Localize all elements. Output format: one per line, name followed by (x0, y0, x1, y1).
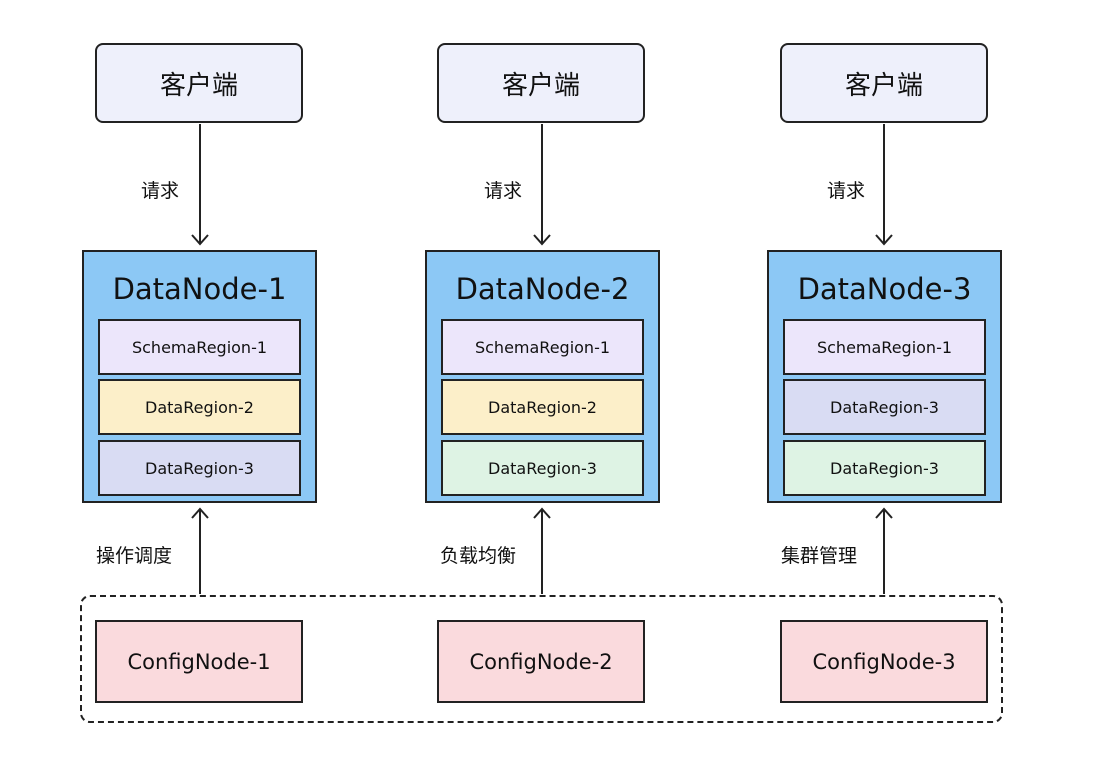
region-box: DataRegion-3 (98, 440, 301, 496)
confignode-label: ConfigNode-3 (812, 649, 956, 674)
datanode-title: DataNode-2 (455, 272, 630, 306)
region-label: SchemaRegion-1 (131, 337, 268, 357)
confignode-2: ConfigNode-2 (437, 620, 645, 703)
request-arrow-2 (533, 124, 551, 246)
region-box: SchemaRegion-1 (783, 319, 986, 375)
request-label-1: 请求 (141, 180, 180, 202)
operation-label-2: 负载均衡 (440, 545, 517, 567)
client-box-2: 客户端 (437, 43, 645, 123)
datanode-3: DataNode-3 SchemaRegion-1 DataRegion-3 D… (767, 250, 1002, 503)
confignode-label: ConfigNode-2 (469, 649, 613, 674)
region-box: DataRegion-2 (98, 379, 301, 435)
confignode-1: ConfigNode-1 (95, 620, 303, 703)
region-label: DataRegion-2 (145, 397, 254, 417)
region-label: SchemaRegion-1 (816, 337, 953, 357)
request-label-2: 请求 (484, 180, 523, 202)
management-arrow-3 (875, 507, 893, 594)
datanode-title: DataNode-3 (797, 272, 972, 306)
region-label: DataRegion-3 (830, 397, 939, 417)
management-arrow-1 (191, 507, 209, 594)
client-box-3: 客户端 (780, 43, 988, 123)
request-label-3: 请求 (827, 180, 866, 202)
region-box: DataRegion-3 (783, 379, 986, 435)
client-label: 客户端 (159, 70, 238, 101)
datanode-title: DataNode-1 (112, 272, 287, 306)
region-label: DataRegion-3 (145, 458, 254, 478)
datanode-1: DataNode-1 SchemaRegion-1 DataRegion-2 D… (82, 250, 317, 503)
datanode-2: DataNode-2 SchemaRegion-1 DataRegion-2 D… (425, 250, 660, 503)
region-label: DataRegion-2 (488, 397, 597, 417)
region-box: DataRegion-2 (441, 379, 644, 435)
client-label: 客户端 (844, 70, 923, 101)
region-box: SchemaRegion-1 (441, 319, 644, 375)
confignode-cluster (80, 595, 1003, 723)
region-box: DataRegion-3 (783, 440, 986, 496)
region-box: DataRegion-3 (441, 440, 644, 496)
operation-label-1: 操作调度 (96, 545, 173, 567)
management-arrow-2 (533, 507, 551, 594)
operation-label-3: 集群管理 (781, 545, 858, 567)
region-label: DataRegion-3 (488, 458, 597, 478)
region-label: DataRegion-3 (830, 458, 939, 478)
client-label: 客户端 (501, 70, 580, 101)
region-label: SchemaRegion-1 (474, 337, 611, 357)
request-arrow-1 (191, 124, 209, 246)
confignode-3: ConfigNode-3 (780, 620, 988, 703)
client-box-1: 客户端 (95, 43, 303, 123)
confignode-label: ConfigNode-1 (127, 649, 271, 674)
region-box: SchemaRegion-1 (98, 319, 301, 375)
request-arrow-3 (875, 124, 893, 246)
